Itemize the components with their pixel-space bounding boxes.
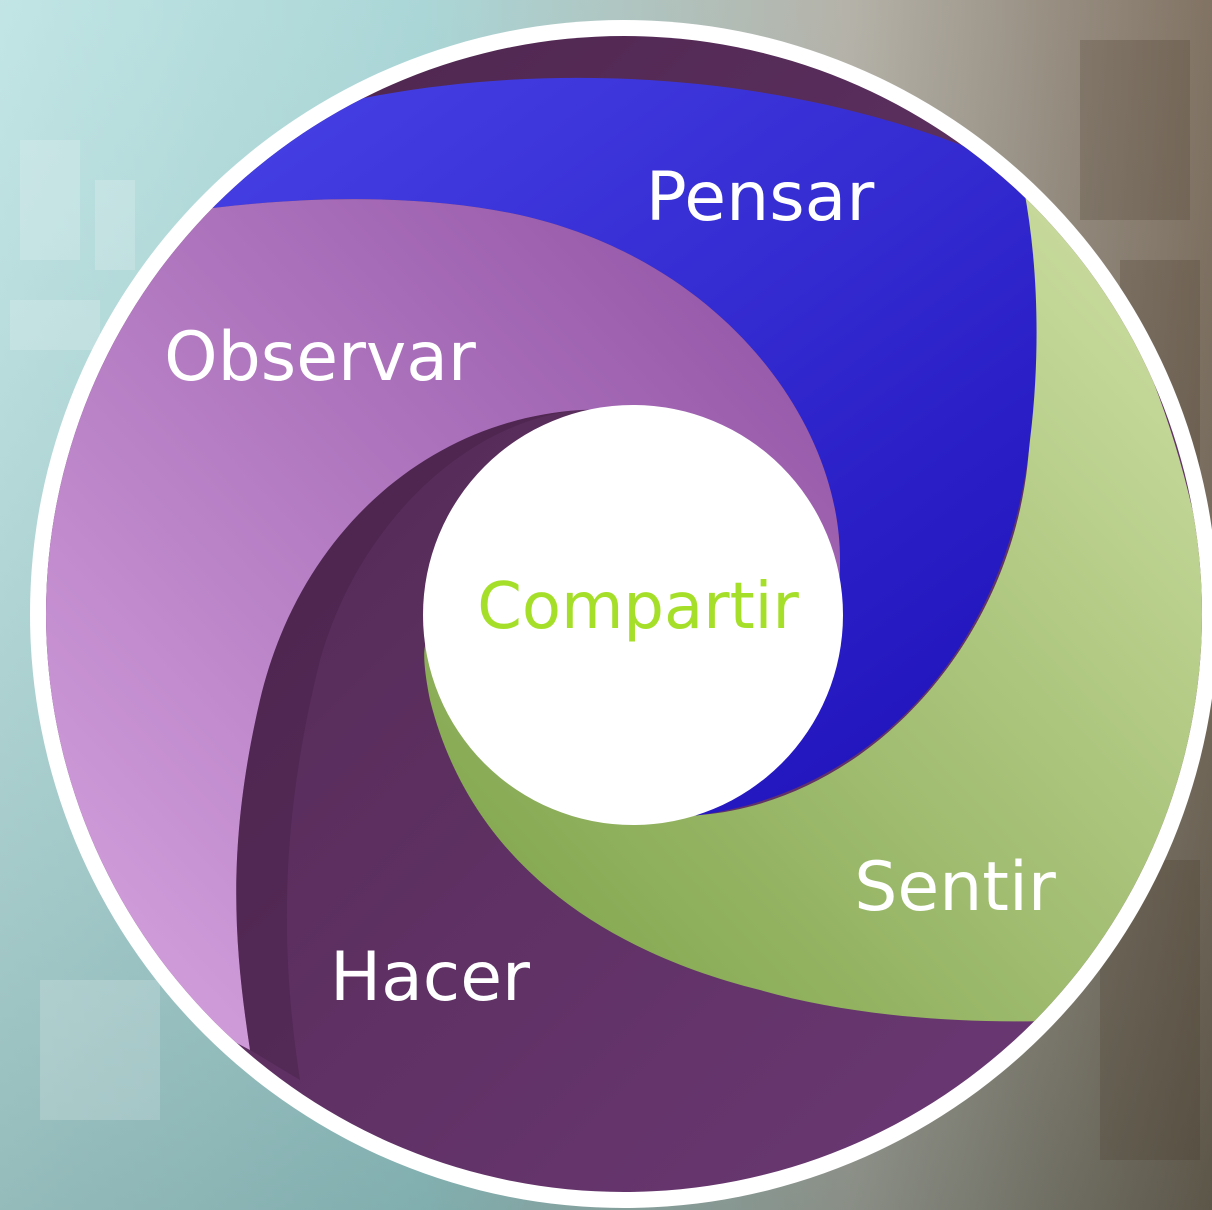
label-sentir: Sentir: [854, 848, 1056, 927]
label-observar: Observar: [164, 318, 476, 397]
segment-pensar: [46, 77, 1037, 820]
label-hacer: Hacer: [330, 938, 530, 1017]
segment-sentir: [424, 170, 1202, 1022]
label-pensar: Pensar: [646, 158, 875, 237]
center-circle: [423, 405, 843, 825]
label-compartir: Compartir: [477, 570, 799, 644]
hacer-swirl: [236, 410, 580, 1080]
